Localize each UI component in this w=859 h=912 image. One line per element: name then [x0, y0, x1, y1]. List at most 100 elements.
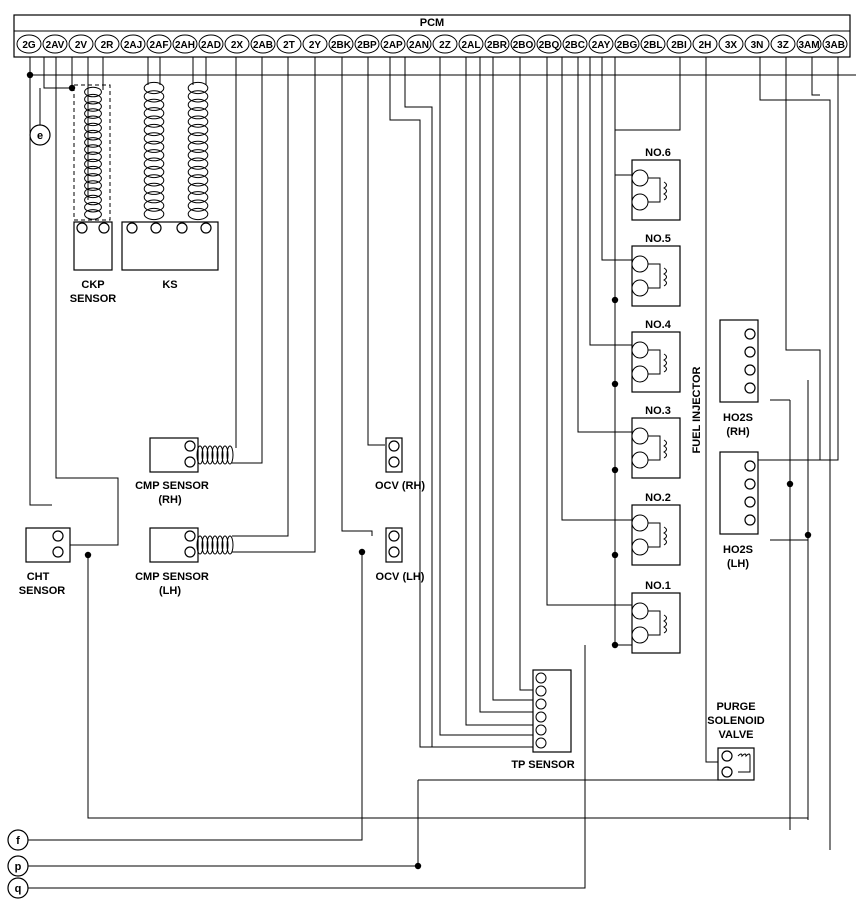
pcm-pin-label: 2T [283, 40, 295, 51]
injector-label: NO.2 [645, 492, 671, 504]
ckp-label-1: CKP [81, 279, 104, 291]
purge-label-3: VALVE [718, 729, 753, 741]
pcm-pin-2ad: 2AD [198, 34, 224, 54]
injector-label: NO.6 [645, 147, 671, 159]
pcm-pin-2r: 2R [94, 34, 120, 54]
injector-no6: NO.6 [631, 147, 681, 221]
pcm-pin-2bl: 2BL [640, 34, 666, 54]
pcm-pin-label: 2BQ [539, 40, 560, 51]
pcm-pin-label: 2Z [439, 40, 451, 51]
pcm-pin-2bi: 2BI [666, 34, 692, 54]
ocv-rh-label: OCV (RH) [375, 480, 425, 492]
ckp-label-2: SENSOR [70, 293, 117, 305]
pcm-pin-label: 2V [75, 40, 88, 51]
ks-coil-2 [187, 81, 209, 221]
pcm-pin-label: 2AH [175, 40, 195, 51]
ho2s-lh: HO2S (LH) [719, 451, 759, 570]
ks-coil-1 [143, 81, 165, 221]
cmp-rh-label-2: (RH) [158, 494, 182, 506]
injector-no4: NO.4 [631, 319, 681, 393]
pcm-pin-3n: 3N [744, 34, 770, 54]
pcm-pin-3ab: 3AB [822, 34, 848, 54]
pcm-pin-2ap: 2AP [380, 34, 406, 54]
tp-label: TP SENSOR [511, 759, 574, 771]
pcm-pin-label: 3X [725, 40, 738, 51]
cmp-rh-label-1: CMP SENSOR [135, 480, 209, 492]
cht-sensor: CHT SENSOR [19, 527, 71, 597]
wires [28, 57, 856, 889]
pcm-pin-2ab: 2AB [250, 34, 276, 54]
pcm-pin-label: 2BP [357, 40, 377, 51]
ho2s-rh-label-1: HO2S [723, 412, 753, 424]
injector-label: NO.1 [645, 580, 671, 592]
pcm-pin-label: 2AP [383, 40, 403, 51]
pcm-pin-2ah: 2AH [172, 34, 198, 54]
junction-dots [26, 71, 812, 870]
pcm-pin-label: 2BG [617, 40, 638, 51]
injector-label: NO.5 [645, 233, 671, 245]
pcm-pin-label: 3AM [798, 40, 819, 51]
knock-sensor: KS [121, 221, 219, 291]
pcm-pin-2an: 2AN [406, 34, 432, 54]
purge-label-1: PURGE [716, 701, 755, 713]
cmp-sensor-rh: CMP SENSOR (RH) [135, 437, 234, 506]
pcm-pin-2al: 2AL [458, 34, 484, 54]
injector-label: NO.3 [645, 405, 671, 417]
ho2s-rh: HO2S (RH) [719, 319, 759, 438]
ocv-rh: OCV (RH) [375, 437, 425, 492]
conn-q-label: q [15, 883, 22, 895]
shield-coils [84, 81, 209, 221]
pcm-pin-label: 3AB [825, 40, 845, 51]
pcm-pin-label: 3Z [777, 40, 789, 51]
pcm-pin-label: 2AY [592, 40, 611, 51]
fuel-injectors: NO.6NO.5NO.4NO.3NO.2NO.1 [631, 147, 681, 654]
conn-p-label: p [15, 861, 22, 873]
pcm-pin-2t: 2T [276, 34, 302, 54]
pcm-pin-2y: 2Y [302, 34, 328, 54]
connector-f: f [7, 829, 29, 851]
ks-label: KS [162, 279, 177, 291]
conn-f-label: f [16, 835, 20, 847]
pcm-pin-label: 2BO [513, 40, 534, 51]
pcm-pin-label: 2X [231, 40, 244, 51]
pcm-pin-3am: 3AM [796, 34, 822, 54]
connector-e: e [29, 88, 51, 146]
connector-p: p [7, 855, 29, 877]
pcm-pin-2bo: 2BO [510, 34, 536, 54]
fuel-injector-label: FUEL INJECTOR [691, 366, 703, 453]
pcm-pin-label: 2AF [150, 40, 169, 51]
ho2s-rh-label-2: (RH) [726, 426, 750, 438]
pcm-pin-2bc: 2BC [562, 34, 588, 54]
pcm-pin-label: 2R [101, 40, 115, 51]
purge-solenoid-valve: PURGE SOLENOID VALVE [707, 701, 765, 781]
cmp-lh-label-1: CMP SENSOR [135, 571, 209, 583]
ho2s-lh-label-1: HO2S [723, 544, 753, 556]
ocv-lh: OCV (LH) [376, 527, 425, 583]
cht-label-2: SENSOR [19, 585, 66, 597]
pcm-pin-label: 2BL [644, 40, 663, 51]
pcm-pin-label: 2BI [671, 40, 687, 51]
pcm-pin-2av: 2AV [42, 34, 68, 54]
cmp-sensor-lh: CMP SENSOR (LH) [135, 527, 234, 597]
pcm-pin-2g: 2G [16, 34, 42, 54]
pcm-pin-label: 2AL [462, 40, 481, 51]
cht-label-1: CHT [27, 571, 50, 583]
pcm-pin-2h: 2H [692, 34, 718, 54]
pcm-pin-label: 2AV [46, 40, 65, 51]
pcm-pin-2v: 2V [68, 34, 94, 54]
pcm-title: PCM [420, 17, 444, 29]
pcm-pin-2bq: 2BQ [536, 34, 562, 54]
pcm-pin-2bg: 2BG [614, 34, 640, 54]
pcm-pin-2aj: 2AJ [120, 34, 146, 54]
pcm-pin-2x: 2X [224, 34, 250, 54]
tp-sensor: TP SENSOR [511, 669, 575, 771]
conn-e-label: e [37, 130, 43, 142]
pcm-pin-2z: 2Z [432, 34, 458, 54]
pcm-pin-2br: 2BR [484, 34, 510, 54]
pcm-pin-label: 2BC [565, 40, 585, 51]
pcm-pin-label: 2G [22, 40, 36, 51]
ho2s-lh-label-2: (LH) [727, 558, 749, 570]
pcm-pin-label: 2Y [309, 40, 322, 51]
pcm-pin-2bp: 2BP [354, 34, 380, 54]
